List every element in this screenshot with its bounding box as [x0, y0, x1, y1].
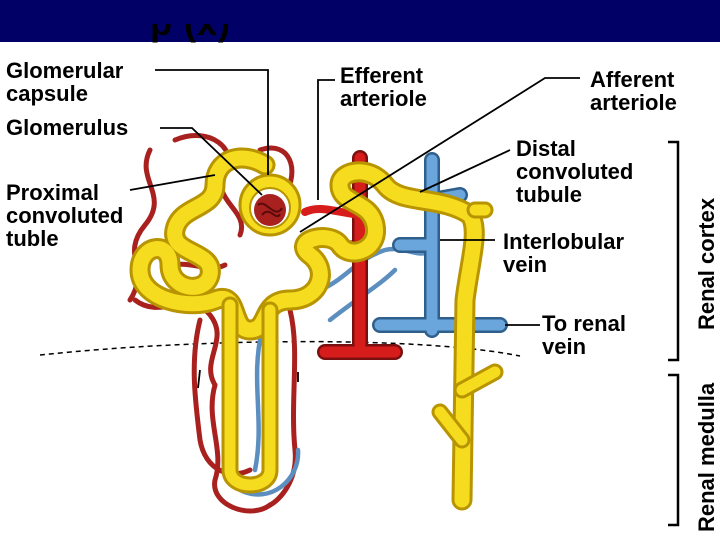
- label-to-renal-vein: To renal vein: [542, 311, 626, 359]
- label-distal-tubule: Distal convoluted tubule: [516, 136, 634, 207]
- header-band: [0, 0, 720, 42]
- label-proximal-tubule: Proximal convoluted tuble: [6, 180, 124, 251]
- glomerulus-structure: [238, 173, 302, 237]
- renal-tubule: [129, 147, 504, 511]
- label-interlobular-vein: Interlobular vein: [503, 229, 625, 277]
- slide-title-fragment: p (x): [150, 24, 590, 64]
- label-renal-cortex: Renal cortex: [694, 197, 719, 330]
- leader-lines: [129, 69, 580, 389]
- label-efferent-arteriole: Efferent arteriole: [340, 63, 427, 111]
- label-renal-medulla: Renal medulla: [694, 382, 719, 532]
- label-glomerulus: Glomerulus: [6, 115, 129, 140]
- label-afferent-arteriole: Afferent arteriole: [590, 67, 677, 115]
- region-brackets: [668, 140, 680, 527]
- interlobular-vein: [372, 152, 508, 338]
- corticomedullary-boundary: [39, 340, 521, 357]
- title-fragment-text: p (x): [150, 24, 231, 43]
- label-glomerular-capsule: Glomerular capsule: [6, 58, 124, 106]
